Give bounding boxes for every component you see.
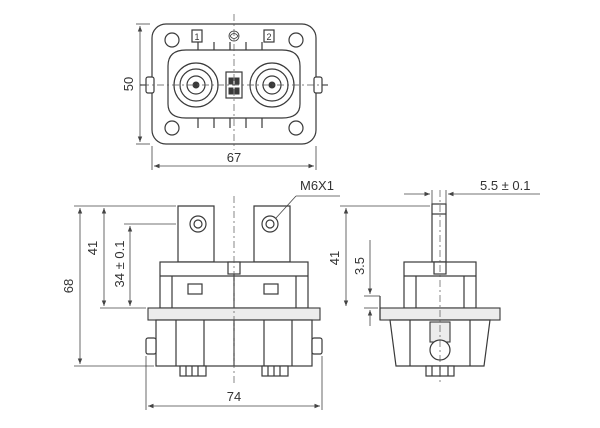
terminal-1-box: [191, 29, 203, 43]
side-view: 5.5 ± 0.1 41 3.5: [327, 178, 540, 384]
mount-hole: [164, 120, 180, 136]
dim-top-height: 50: [121, 77, 136, 91]
side-latch: [311, 337, 323, 355]
dim-side-offset: 3.5: [352, 257, 367, 275]
bottom-pins: [179, 365, 207, 377]
dim-front-tolerance: 34 ± 0.1: [112, 241, 127, 288]
dim-front-upper-height: 41: [85, 241, 100, 255]
dim-front-width: 74: [227, 389, 241, 404]
terminal-2-label: 2: [266, 32, 271, 42]
mount-hole: [288, 32, 304, 48]
side-busbar: [431, 203, 447, 263]
dim-top-width: 67: [227, 150, 241, 165]
busbar-left: [177, 205, 215, 263]
side-latch: [145, 337, 157, 355]
front-view: M6X1 68: [61, 178, 340, 410]
dim-side-width-tolerance: 5.5 ± 0.1: [480, 178, 531, 193]
latch-window: [187, 283, 203, 295]
top-pins: [197, 42, 263, 128]
terminal-2-box: [263, 29, 275, 43]
dim-front-total-height: 68: [61, 279, 76, 293]
dim-side-height: 41: [327, 251, 342, 265]
mount-hole: [164, 32, 180, 48]
busbar-right: [253, 205, 291, 263]
latch-window: [263, 283, 279, 295]
top-view: 1 2 50: [121, 14, 328, 170]
bottom-pins: [261, 365, 289, 377]
bolt-label: M6X1: [300, 178, 334, 193]
terminal-1-label: 1: [194, 32, 199, 42]
mount-hole: [288, 120, 304, 136]
